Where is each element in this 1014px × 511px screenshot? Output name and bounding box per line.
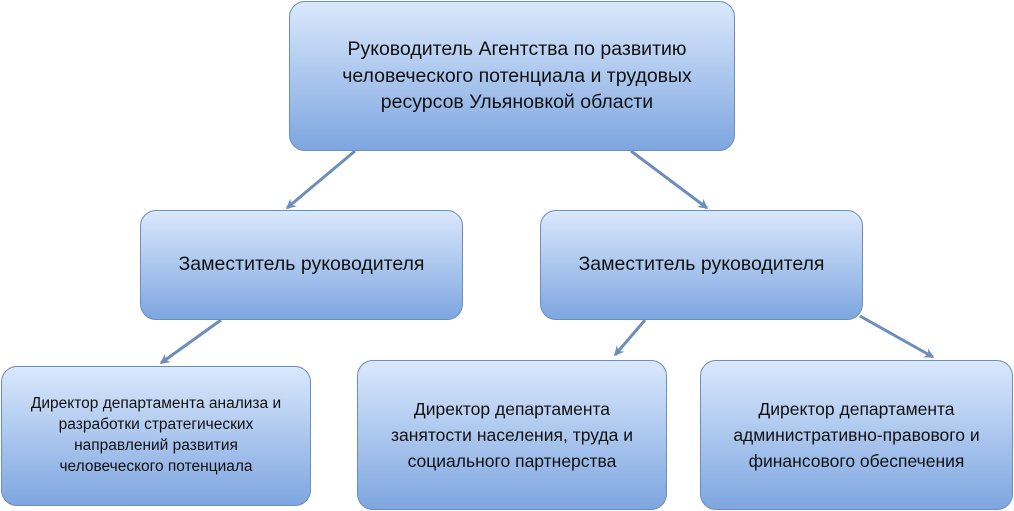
arrow-root-to-deputy-right	[630, 149, 709, 210]
node-deputy-left: Заместитель руководителя	[140, 210, 463, 320]
node-director-admin: Директор департамента административно-пр…	[700, 360, 1013, 510]
node-deputy-right-label: Заместитель руководителя	[578, 253, 825, 276]
node-director-analysis-label: Директор департамента анализа и разработ…	[30, 395, 282, 475]
node-agency-head-label: Руководитель Агентства по развитию челов…	[342, 38, 692, 114]
node-director-admin-label: Директор департамента административно-пр…	[733, 398, 980, 472]
node-director-employment-label: Директор департамента занятости населени…	[390, 398, 634, 472]
node-deputy-right: Заместитель руководителя	[540, 210, 863, 320]
arrow-deputy-right-to-director-admin	[859, 314, 935, 359]
node-director-employment: Директор департамента занятости населени…	[357, 360, 667, 510]
arrow-deputy-left-to-director-analysis	[159, 318, 222, 365]
arrow-deputy-right-to-director-employment	[613, 319, 647, 357]
node-agency-head: Руководитель Агентства по развитию челов…	[289, 1, 735, 151]
node-director-analysis: Директор департамента анализа и разработ…	[1, 366, 311, 506]
node-deputy-left-label: Заместитель руководителя	[178, 253, 425, 276]
arrow-root-to-deputy-left	[285, 149, 356, 210]
